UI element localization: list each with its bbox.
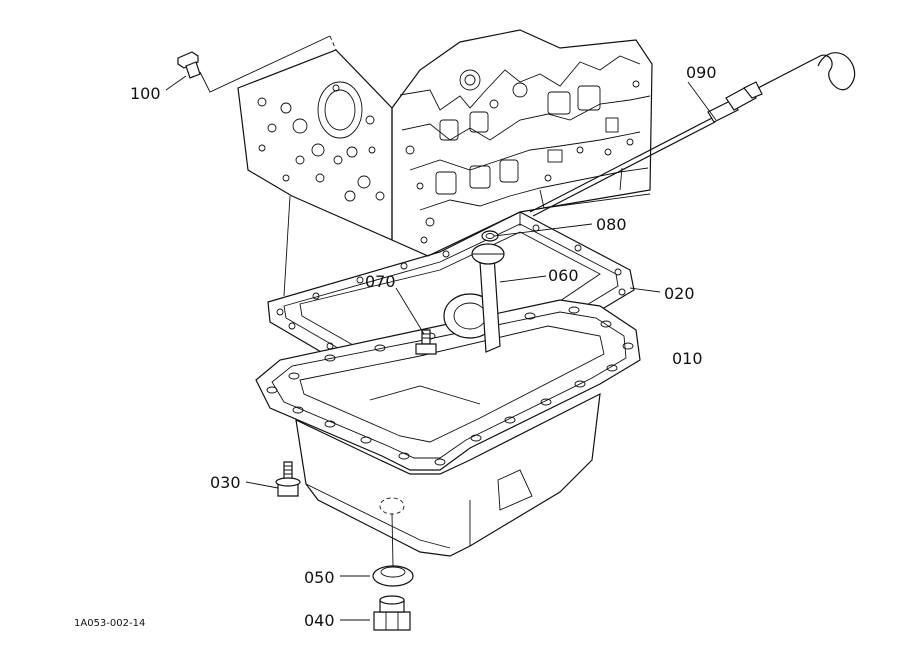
- bolt-030[interactable]: [275, 461, 301, 497]
- gasket-020[interactable]: [267, 211, 635, 407]
- plug-100[interactable]: [177, 51, 201, 79]
- oil-pan-010[interactable]: [255, 299, 641, 557]
- callout-070: 070: [365, 272, 396, 291]
- drain-plug-040[interactable]: [373, 595, 411, 631]
- reference-code: 1A053-002-14: [74, 618, 145, 629]
- callout-100: 100: [130, 84, 161, 103]
- callout-060: 060: [548, 266, 579, 285]
- gasket-ring-050[interactable]: [372, 565, 414, 587]
- assembly-line-left: [283, 195, 291, 297]
- o-ring-080[interactable]: [481, 230, 499, 242]
- plug-path: [329, 35, 337, 51]
- oil-strainer-060[interactable]: [443, 243, 505, 353]
- callout-090: 090: [686, 63, 717, 82]
- leader-100: [165, 75, 187, 91]
- leader-lines: [245, 81, 717, 621]
- callout-030: 030: [210, 473, 241, 492]
- engine-block: [237, 29, 653, 257]
- plug-leader: [199, 35, 331, 93]
- callout-050: 050: [304, 568, 335, 587]
- callout-010: 010: [672, 349, 703, 368]
- dipstick-090[interactable]: [529, 52, 856, 217]
- callout-040: 040: [304, 611, 335, 630]
- callout-080: 080: [596, 215, 627, 234]
- callout-020: 020: [664, 284, 695, 303]
- drain-axis: [391, 513, 394, 567]
